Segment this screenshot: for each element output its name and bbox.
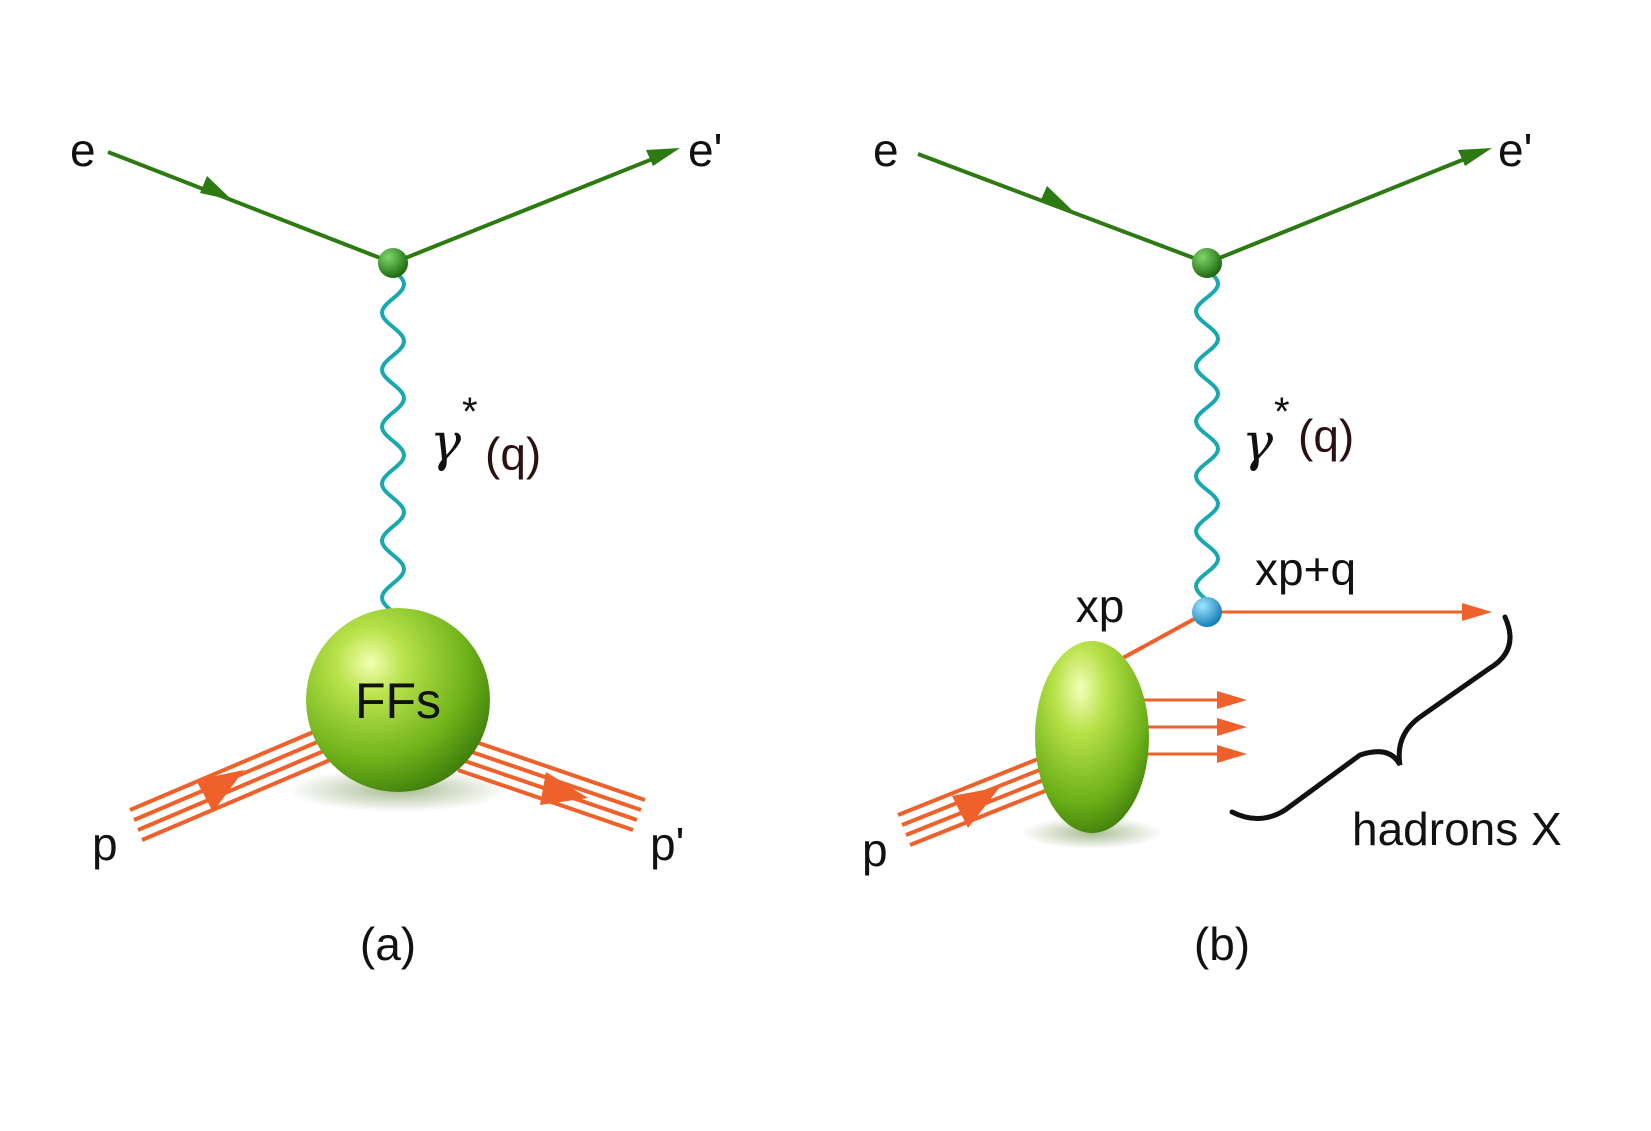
electron-in-label-a: e	[70, 124, 96, 176]
proton-in-label-a: p	[92, 818, 118, 870]
electron-in-arrow-b	[1040, 186, 1072, 210]
proton-in-arrow-a	[196, 770, 244, 812]
electron-in-arrow-a	[200, 176, 232, 200]
caption-a: (a)	[360, 918, 416, 970]
photon-symbol-a: γ	[430, 413, 462, 473]
electron-out-arrow-a	[646, 148, 680, 166]
hadrons-brace	[1229, 614, 1513, 821]
electron-out-arrow-b	[1458, 148, 1492, 166]
photon-momentum-a: (q)	[485, 428, 541, 480]
electron-vertex-b	[1192, 248, 1222, 278]
struck-quark-arrow	[1462, 603, 1492, 621]
ffs-label: FFs	[355, 673, 441, 729]
electron-in-label-b: e	[873, 124, 899, 176]
proton-out-arrow-a	[540, 772, 588, 805]
proton-in-label-b: p	[862, 824, 888, 876]
photon-star-a: *	[462, 390, 478, 434]
proton-in-arrow-b	[952, 787, 1000, 828]
photon-line-a	[379, 268, 407, 614]
diagram-a: FFs e e' γ * (q) p p' (a)	[70, 124, 722, 970]
electron-out-line-a	[392, 152, 666, 265]
electron-out-label-b: e'	[1498, 124, 1532, 176]
electron-in-line-b	[917, 152, 1208, 265]
proton-in-lines-a	[129, 728, 331, 842]
quark-vertex	[1192, 597, 1222, 627]
struck-quark-label: xp+q	[1255, 543, 1356, 595]
electron-out-line-b	[1206, 152, 1478, 265]
parton-label: xp	[1076, 580, 1125, 632]
photon-line-b	[1193, 268, 1221, 602]
photon-momentum-b: (q)	[1298, 410, 1354, 462]
electron-vertex-a	[378, 248, 408, 278]
electron-out-label-a: e'	[688, 124, 722, 176]
proton-out-label-a: p'	[650, 818, 684, 870]
electron-in-line-a	[107, 150, 394, 265]
hadrons-label: hadrons X	[1352, 803, 1562, 855]
photon-star-b: *	[1274, 390, 1290, 434]
parton-line	[1109, 610, 1208, 667]
ffs-blob	[306, 608, 490, 792]
proton-blob-b	[1035, 641, 1149, 833]
diagram-b: e e' γ * (q) xp xp+q hadrons X p (b)	[862, 124, 1562, 970]
caption-b: (b)	[1194, 918, 1250, 970]
photon-symbol-b: γ	[1242, 413, 1274, 473]
